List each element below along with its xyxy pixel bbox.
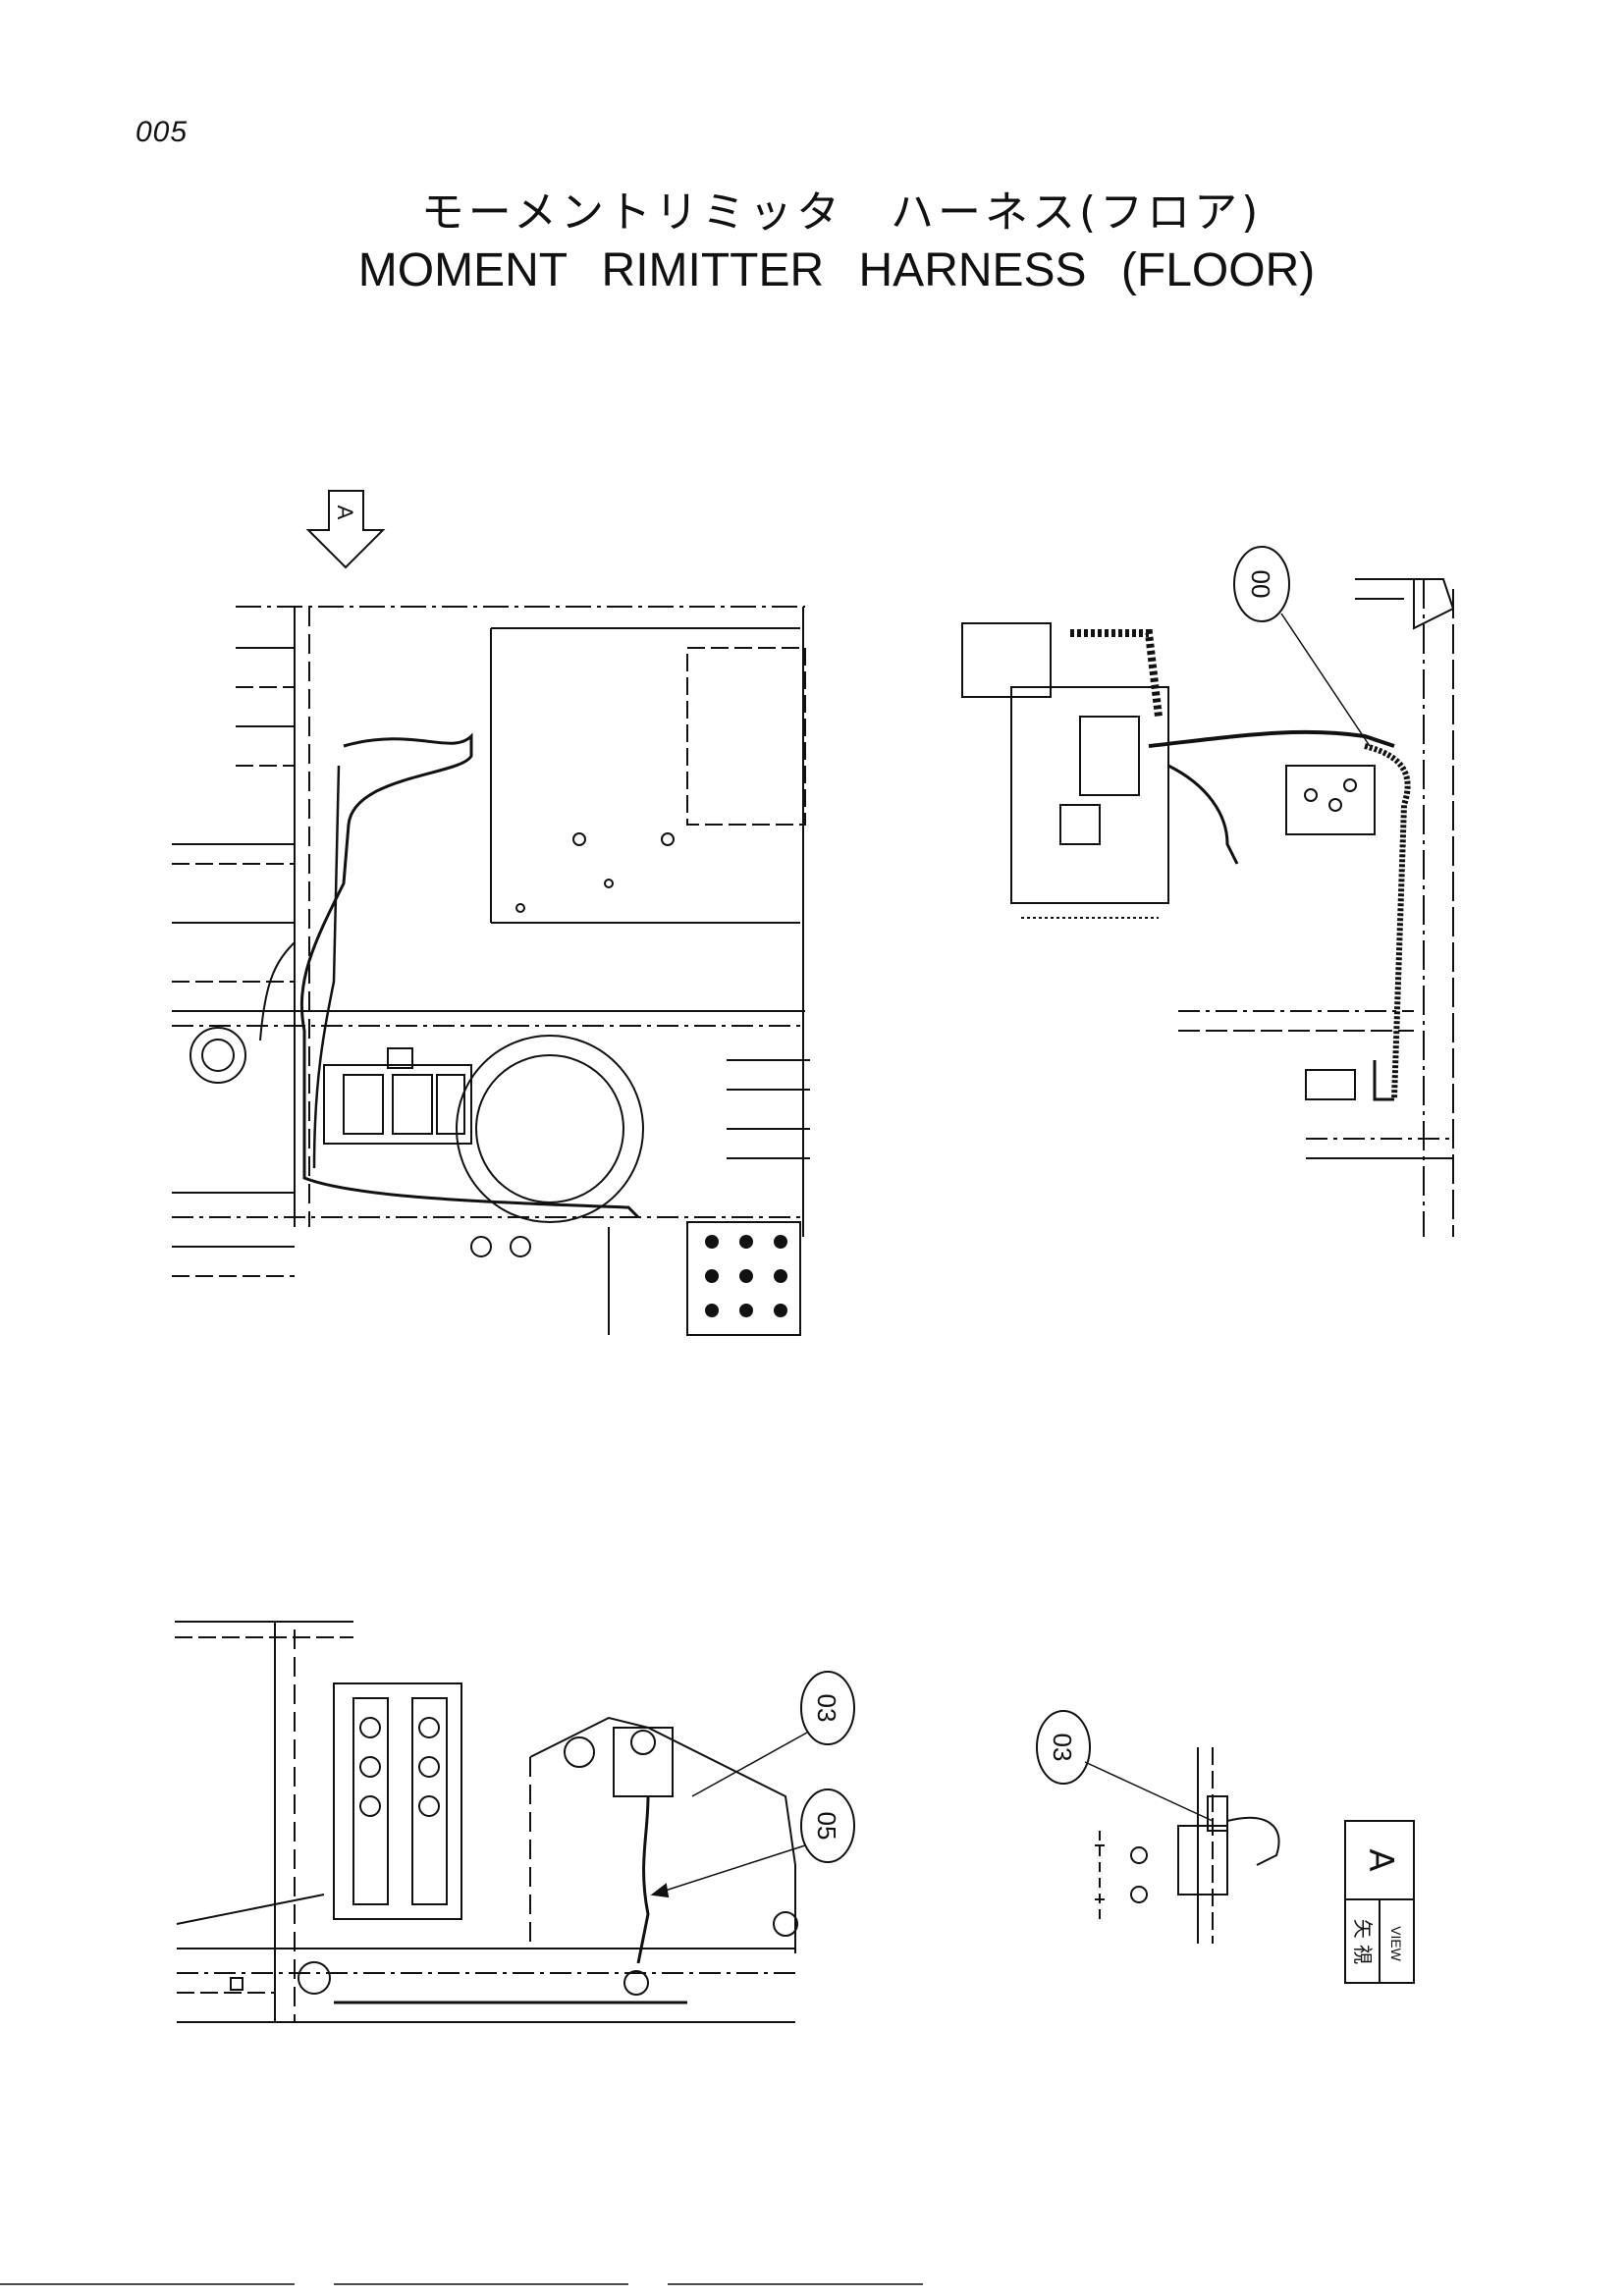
callout-05: 05 (812, 1812, 841, 1841)
valve-side-drawing (175, 1621, 855, 2023)
page-number: 005 (135, 116, 189, 148)
page-title-japanese: モーメントリミッタ ハーネス(フロア) (420, 187, 1263, 238)
view-box-letter: A (1361, 1848, 1400, 1871)
view-arrow-label: A (333, 506, 357, 520)
floor-plan-drawing (172, 606, 810, 1336)
view-box-english: VIEW (1388, 1926, 1404, 1962)
callout-00: 00 (1246, 570, 1275, 599)
view-a-detail-drawing (1036, 1710, 1280, 1944)
view-box-kanji: 矢 視 (1351, 1919, 1375, 1964)
page-title-english: MOMENT RIMITTER HARNESS (FLOOR) (357, 244, 1316, 296)
view-a-arrow (305, 490, 386, 569)
view-a-label-box (1344, 1820, 1415, 1984)
callout-03-view-a: 03 (1048, 1734, 1077, 1762)
callout-03-upper: 03 (812, 1694, 841, 1723)
cab-harness-drawing (961, 546, 1455, 1237)
